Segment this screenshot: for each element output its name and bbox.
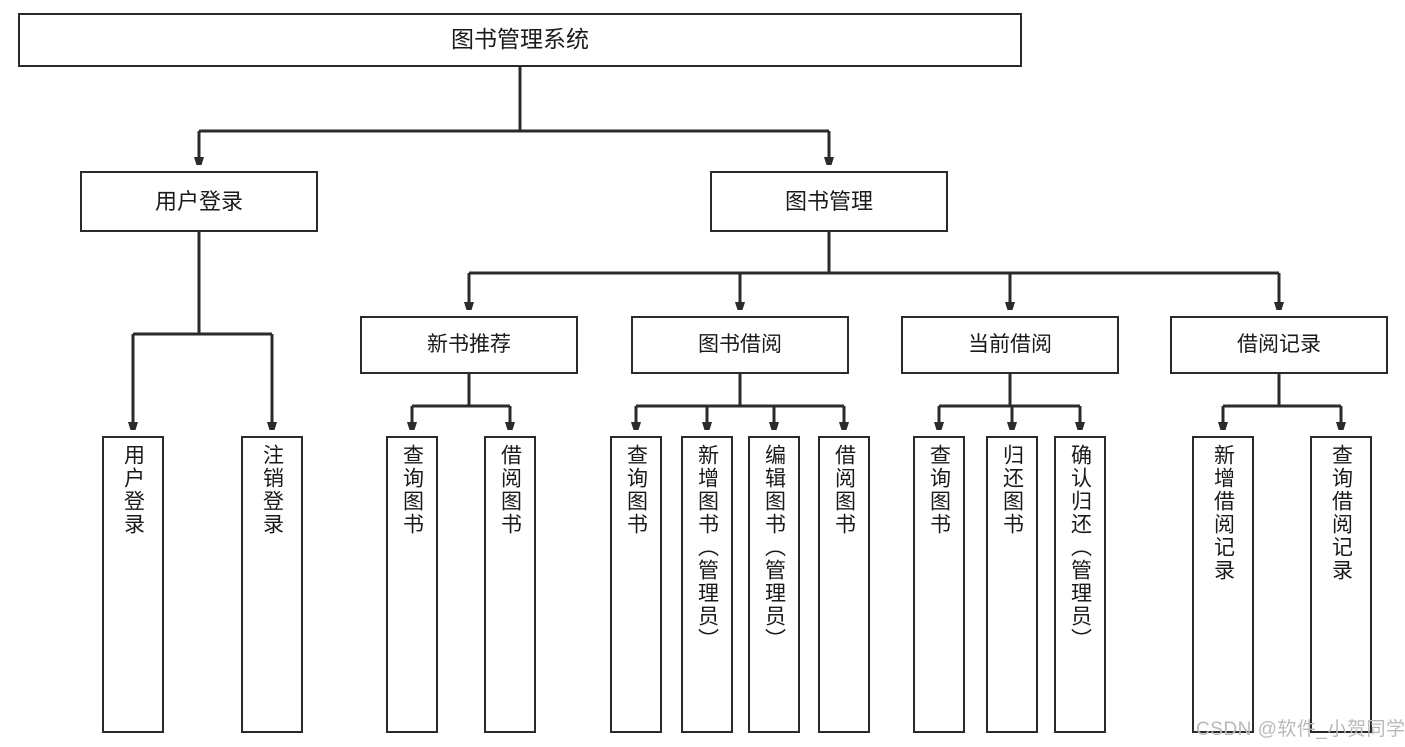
- node-user-login[interactable]: 用户登录: [80, 171, 318, 232]
- node-label: 当前借阅: [968, 332, 1052, 356]
- node-label: 编辑图书（管理员）: [762, 444, 786, 651]
- node-label: 借阅图书: [832, 444, 856, 536]
- node-book-manage[interactable]: 图书管理: [710, 171, 948, 232]
- node-leaf-user-login[interactable]: 用户登录: [102, 436, 164, 733]
- node-book-borrow[interactable]: 图书借阅: [631, 316, 849, 374]
- node-label: 借阅图书: [498, 444, 522, 536]
- node-label: 查询图书: [927, 444, 951, 536]
- node-leaf-borrow-book-1[interactable]: 借阅图书: [484, 436, 536, 733]
- node-leaf-borrow-book-2[interactable]: 借阅图书: [818, 436, 870, 733]
- node-label: 注销登录: [260, 444, 284, 536]
- node-label: 查询借阅记录: [1329, 444, 1353, 582]
- node-label: 新增图书（管理员）: [695, 444, 719, 651]
- node-borrow-record[interactable]: 借阅记录: [1170, 316, 1388, 374]
- node-leaf-logout[interactable]: 注销登录: [241, 436, 303, 733]
- node-label: 新增借阅记录: [1211, 444, 1235, 582]
- node-label: 归还图书: [1000, 444, 1024, 536]
- node-label: 借阅记录: [1237, 332, 1321, 356]
- node-leaf-query-record[interactable]: 查询借阅记录: [1310, 436, 1372, 733]
- node-label: 确认归还（管理员）: [1068, 444, 1092, 651]
- node-leaf-return-book[interactable]: 归还图书: [986, 436, 1038, 733]
- node-leaf-add-book[interactable]: 新增图书（管理员）: [681, 436, 733, 733]
- node-label: 图书管理系统: [451, 26, 589, 53]
- node-label: 查询图书: [624, 444, 648, 536]
- node-label: 图书管理: [784, 188, 873, 214]
- node-leaf-add-record[interactable]: 新增借阅记录: [1192, 436, 1254, 733]
- node-label: 用户登录: [154, 188, 243, 214]
- csdn-watermark: CSDN @软件_小贺同学: [1196, 719, 1405, 740]
- node-label: 查询图书: [400, 444, 424, 536]
- node-new-book-rec[interactable]: 新书推荐: [360, 316, 578, 374]
- node-leaf-confirm-return[interactable]: 确认归还（管理员）: [1054, 436, 1106, 733]
- node-leaf-query-book-2[interactable]: 查询图书: [610, 436, 662, 733]
- node-label: 用户登录: [121, 444, 145, 536]
- node-leaf-query-book-3[interactable]: 查询图书: [913, 436, 965, 733]
- node-leaf-edit-book[interactable]: 编辑图书（管理员）: [748, 436, 800, 733]
- node-leaf-query-book-1[interactable]: 查询图书: [386, 436, 438, 733]
- node-root[interactable]: 图书管理系统: [18, 13, 1022, 67]
- node-label: 图书借阅: [698, 332, 782, 356]
- node-current-borrow[interactable]: 当前借阅: [901, 316, 1119, 374]
- node-label: 新书推荐: [427, 332, 511, 356]
